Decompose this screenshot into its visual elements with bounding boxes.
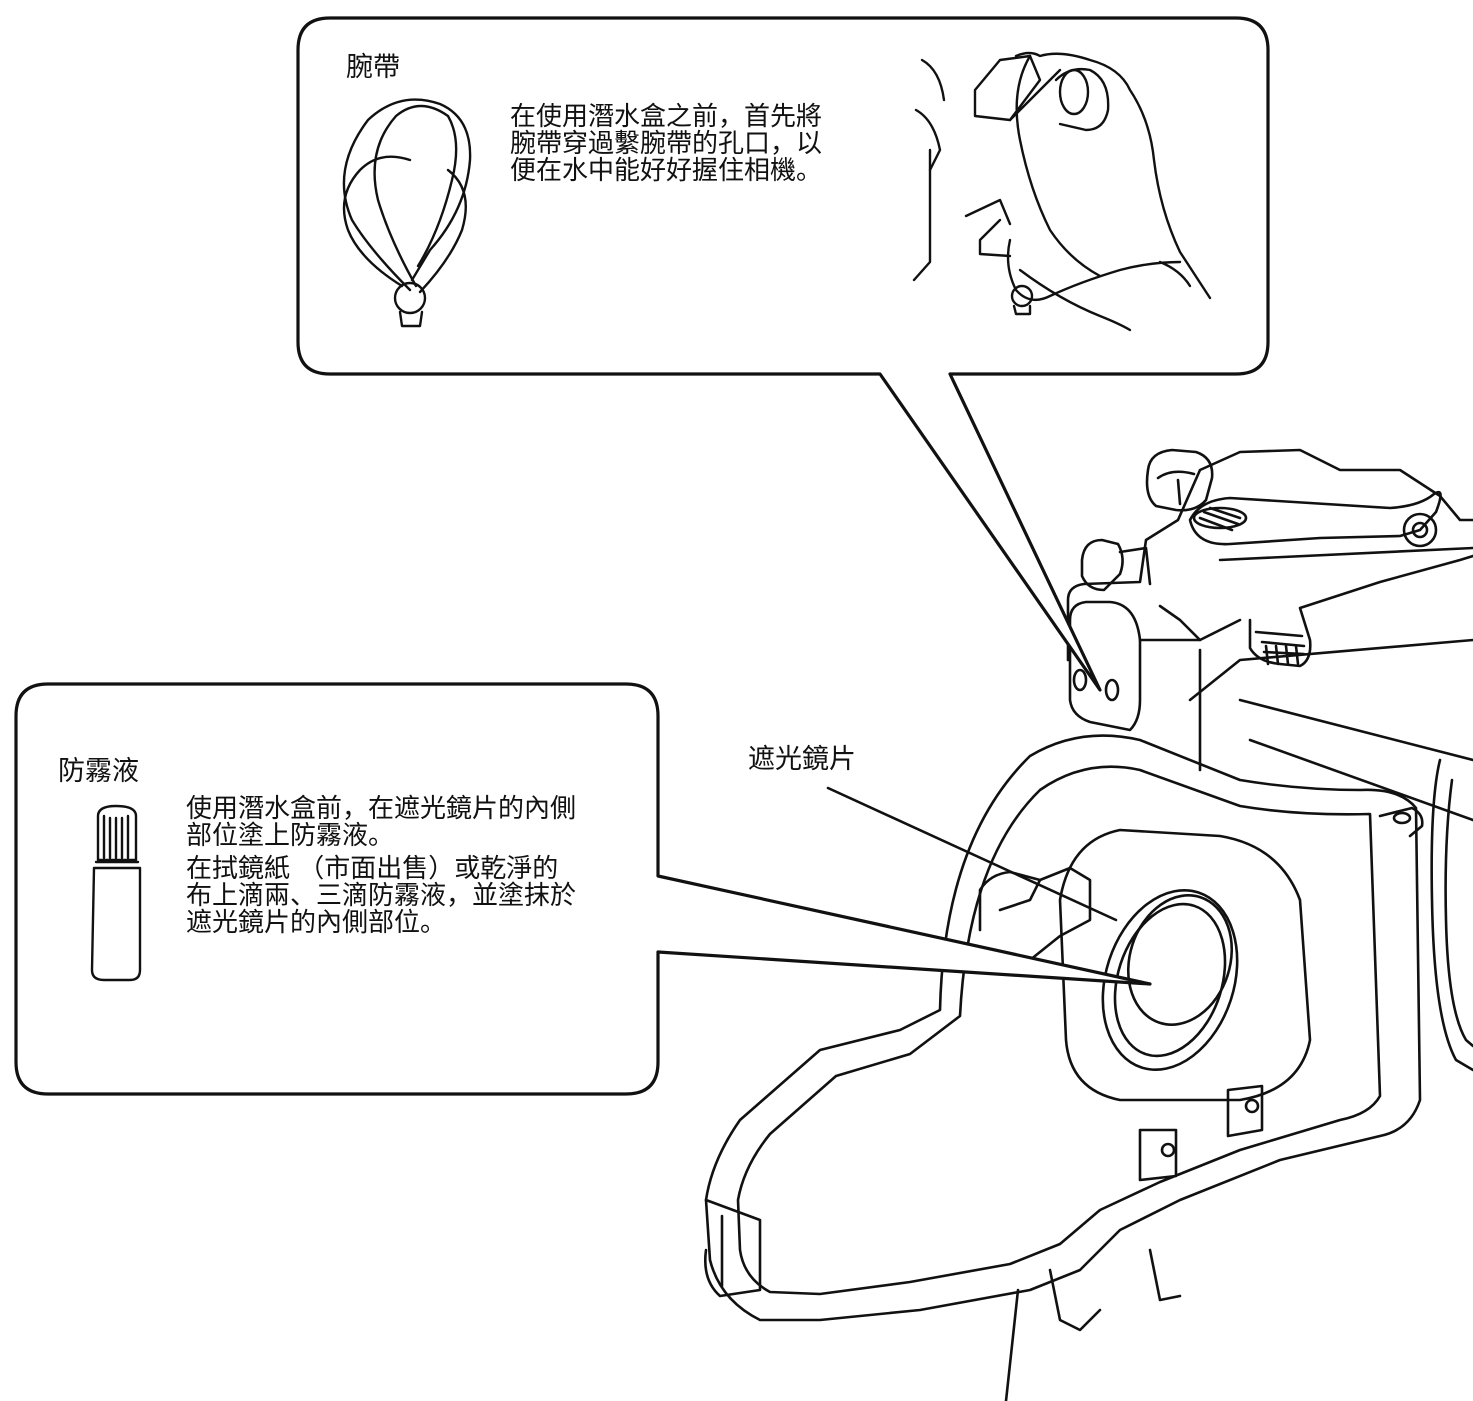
antifog-line: 在拭鏡紙 （市面出售）或乾淨的 — [186, 854, 559, 884]
strap-title: 腕帶 — [346, 52, 400, 83]
wrist-strap-icon — [342, 98, 472, 328]
strap-line: 在使用潛水盒之前，首先將 — [510, 102, 823, 132]
hand-holding-camera-icon — [912, 51, 1212, 332]
strap-description: 在使用潛水盒之前，首先將 腕帶穿過繫腕帶的孔口，以 便在水中能好好握住相機。 — [510, 104, 822, 185]
antifog-description: 使用潛水盒前，在遮光鏡片的內側 部位塗上防霧液。 在拭鏡紙 （市面出售）或乾淨的… — [186, 796, 576, 937]
antifog-title: 防霧液 — [58, 756, 139, 787]
strap-line: 腕帶穿過繫腕帶的孔口，以 — [510, 129, 823, 159]
antifog-line: 遮光鏡片的內側部位。 — [186, 908, 447, 938]
antifog-callout-box — [14, 682, 1152, 1096]
underwater-housing-illustration — [704, 448, 1473, 1401]
antifog-bottle-icon — [90, 804, 142, 982]
antifog-line: 布上滴兩、三滴防霧液，並塗抹於 — [186, 881, 577, 911]
antifog-line: 部位塗上防霧液。 — [186, 821, 395, 851]
strap-callout-box — [296, 16, 1270, 692]
lens-callout-leader — [826, 786, 1118, 922]
antifog-line: 使用潛水盒前，在遮光鏡片的內側 — [186, 794, 577, 824]
strap-line: 便在水中能好好握住相機。 — [510, 156, 823, 186]
lens-label: 遮光鏡片 — [748, 744, 856, 775]
